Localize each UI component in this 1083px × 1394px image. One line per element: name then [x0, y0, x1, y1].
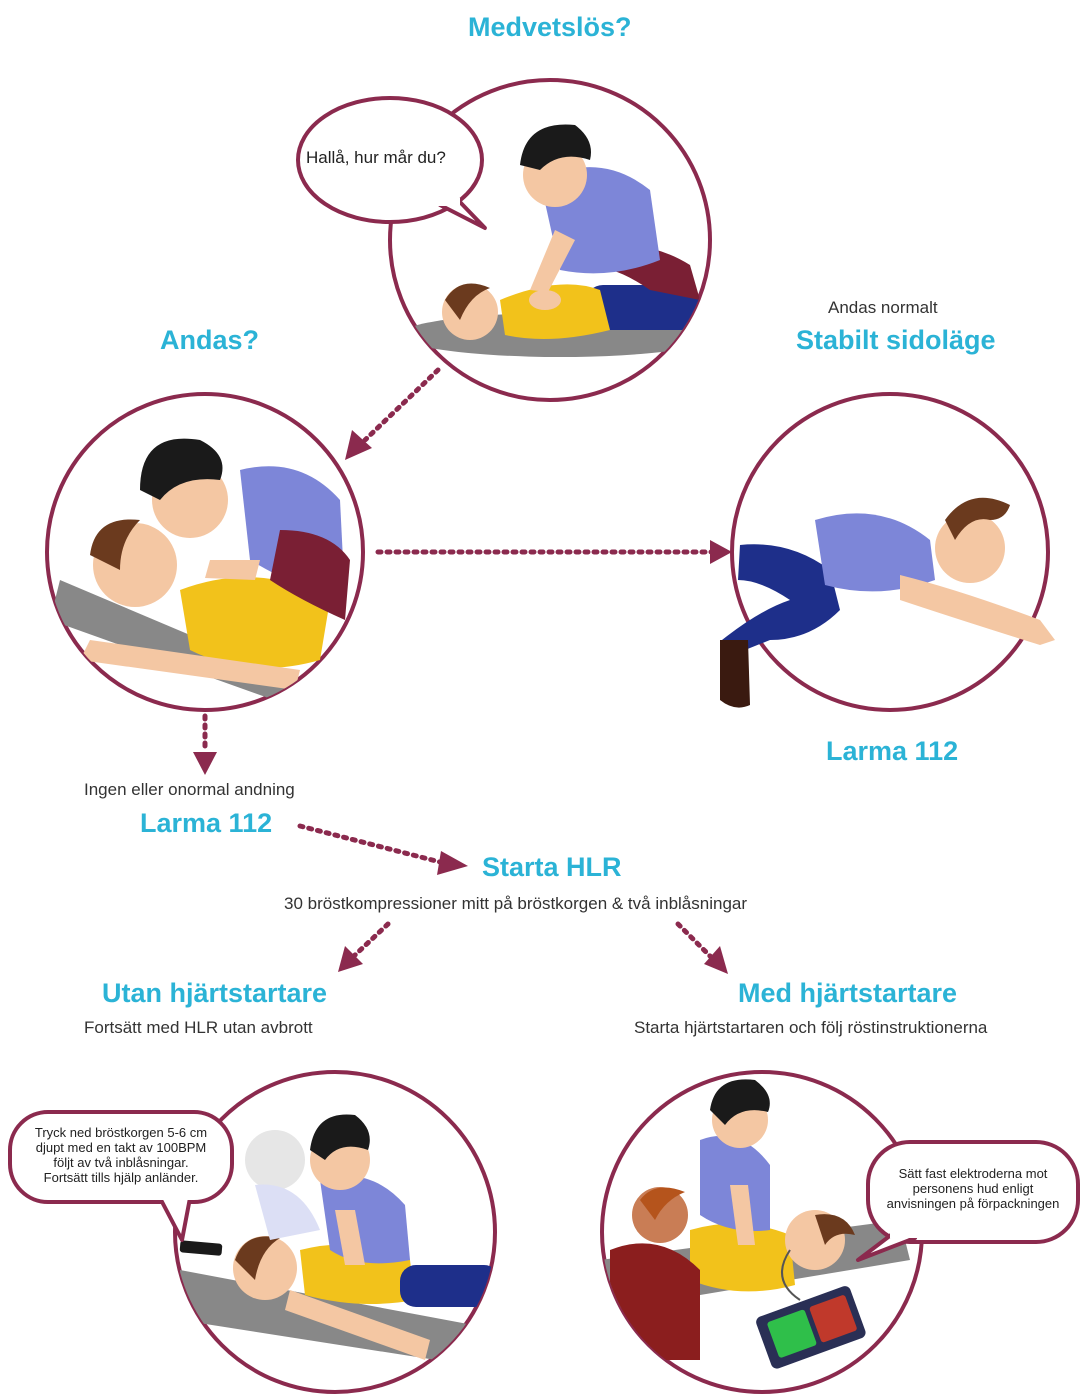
- arrow-to-breathing: [345, 430, 372, 460]
- recovery-position-title: Stabilt sidoläge: [796, 325, 996, 355]
- speech-hallo: Hallå, hur mår du?: [306, 148, 446, 167]
- arrow-to-without-aed: [338, 946, 363, 972]
- check-consciousness-scene: [296, 78, 712, 402]
- cpr-instructions: 30 bröstkompressioner mitt på bröstkorge…: [284, 894, 748, 913]
- compression-bubble-text: Tryck ned bröstkorgen 5-6 cm djupt med e…: [14, 1125, 228, 1185]
- cpr-with-aed-scene: [600, 1070, 1080, 1394]
- abnormal-breathing-note: Ingen eller onormal andning: [84, 780, 295, 799]
- check-breathing-scene: [45, 392, 365, 712]
- breathing-title: Andas?: [160, 325, 260, 355]
- electrode-speech-bubble: [856, 1140, 1080, 1262]
- compression-speech-bubble: [8, 1110, 234, 1242]
- with-aed-title: Med hjärtstartare: [738, 978, 958, 1008]
- aed-device-icon: [756, 1286, 866, 1369]
- alarm-right: Larma 112: [826, 736, 959, 766]
- electrode-bubble-text: Sätt fast elektroderna mot personens hud…: [872, 1166, 1074, 1211]
- arrow-to-recovery: [710, 540, 732, 564]
- start-cpr-title: Starta HLR: [482, 852, 622, 882]
- without-aed-note: Fortsätt med HLR utan avbrott: [84, 1018, 313, 1037]
- flow-arrows: [202, 367, 715, 961]
- unconscious-title: Medvetslös?: [468, 12, 632, 42]
- with-aed-note: Starta hjärtstartaren och följ röstinstr…: [634, 1018, 988, 1037]
- compression-line: Fortsätt tills hjälp anländer.: [43, 1170, 199, 1185]
- without-aed-title: Utan hjärtstartare: [102, 978, 328, 1008]
- arrow-down-alarm: [193, 752, 217, 775]
- speech-bubble: [296, 96, 487, 230]
- arrow-heads: [193, 430, 732, 974]
- compression-line: Tryck ned bröstkorgen 5-6 cm: [34, 1125, 208, 1140]
- arrow-to-cpr: [437, 851, 468, 875]
- cpr-without-aed-scene: [8, 1070, 497, 1394]
- compression-line: djupt med en takt av 100BPM: [35, 1140, 207, 1155]
- electrode-line: Sätt fast elektroderna mot: [898, 1166, 1048, 1181]
- electrode-line: personens hud enligt: [912, 1181, 1034, 1196]
- phone-icon: [179, 1240, 223, 1256]
- normal-breathing-note: Andas normalt: [828, 298, 938, 317]
- alarm-left: Larma 112: [140, 808, 273, 838]
- arrow-to-with-aed: [704, 946, 728, 974]
- compression-line: följt av två inblåsningar.: [53, 1155, 189, 1170]
- recovery-position-scene: [720, 392, 1055, 712]
- electrode-line: anvisningen på förpackningen: [886, 1196, 1060, 1211]
